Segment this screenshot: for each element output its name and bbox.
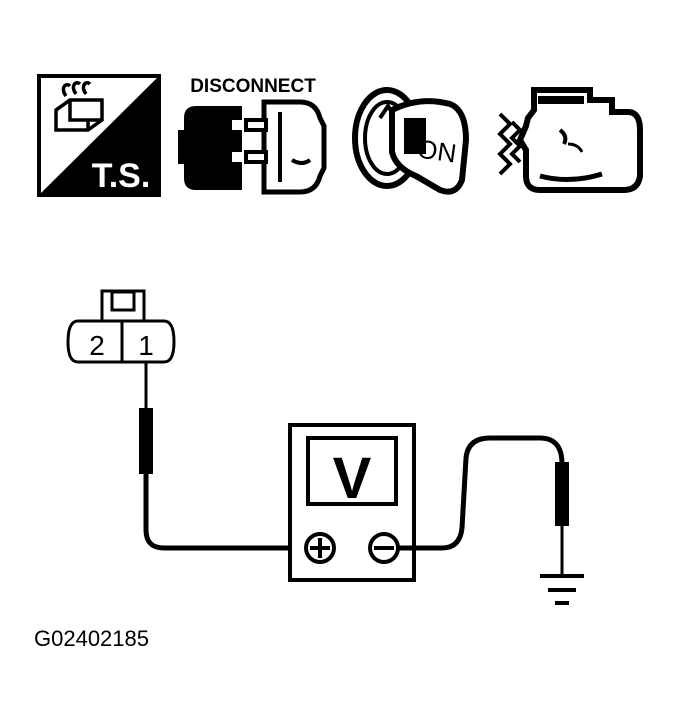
connector-male-icon	[261, 99, 327, 195]
connector-pin-1: 1	[138, 330, 154, 361]
ignition-key-icon: ON	[352, 87, 470, 195]
negative-terminal-icon	[368, 532, 400, 564]
connector-doodle-icon	[54, 81, 104, 132]
troubleshooting-icon: T.S.	[37, 74, 161, 197]
engine-running-icon	[497, 87, 643, 193]
voltmeter: V	[288, 423, 416, 582]
figure-id: G02402185	[34, 626, 149, 651]
voltmeter-display-label: V	[333, 446, 372, 511]
connector-female-icon	[184, 106, 242, 190]
ground-icon	[540, 574, 584, 605]
positive-terminal-icon	[304, 532, 336, 564]
positive-probe	[139, 362, 318, 551]
connector-pin-2: 2	[89, 330, 105, 361]
ts-label: T.S.	[92, 157, 151, 195]
negative-probe	[398, 435, 569, 574]
disconnect-icon: DISCONNECT	[178, 76, 327, 195]
harness-connector: 2 1	[66, 289, 176, 364]
ignition-on-label: ON	[415, 133, 458, 168]
disconnect-label: DISCONNECT	[190, 76, 316, 97]
